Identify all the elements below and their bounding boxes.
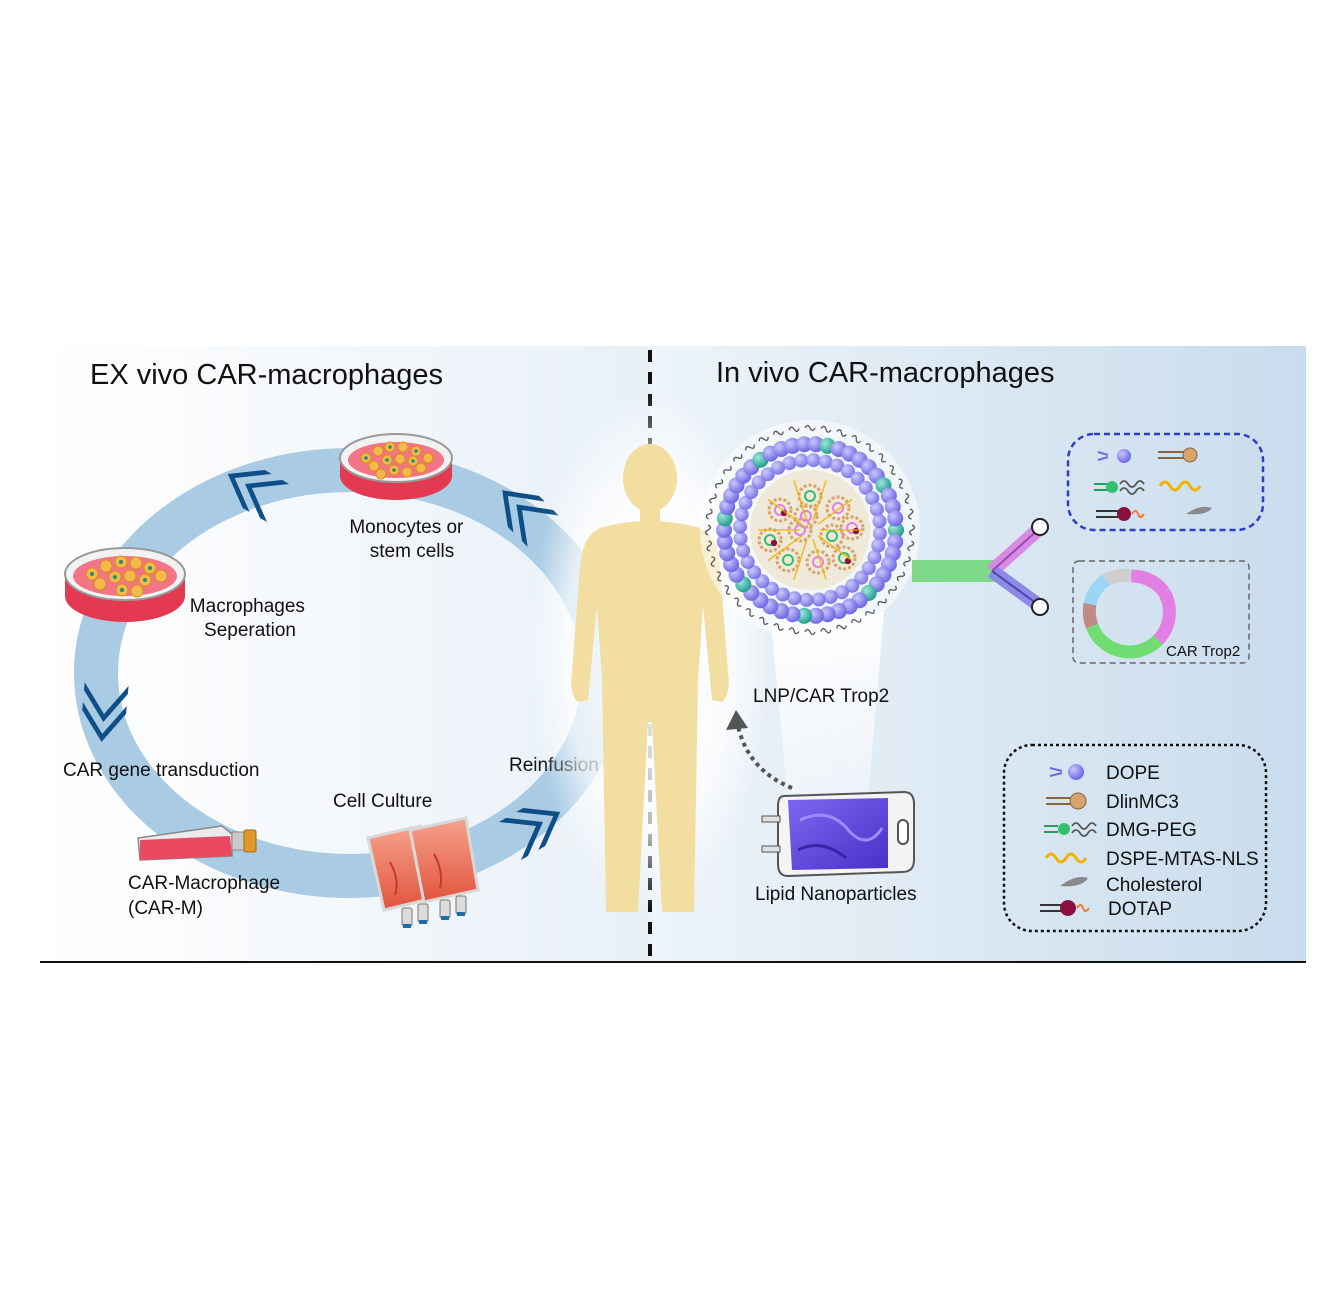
legend-item-cholesterol: Cholesterol: [1060, 875, 1202, 896]
legend-item-dlinmc3: DlinMC3: [1046, 792, 1179, 813]
chevron-arrow-top-left: [227, 469, 289, 523]
dlinmc3-lipid-icon: [1046, 792, 1087, 810]
plasmid-box: [1072, 560, 1250, 664]
legend-label-dlinmc3: DlinMC3: [1106, 792, 1179, 813]
culture-flask-icon: [137, 825, 257, 861]
human-body-icon: [571, 444, 729, 912]
petri-dish-macrophages-icon: [64, 547, 186, 622]
dotap-lipid-icon: [1040, 900, 1090, 916]
transduction-label: CAR gene transduction: [63, 760, 259, 781]
lnp-label: LNP/CAR Trop2: [753, 686, 889, 707]
car-m-label: CAR-Macrophage (CAR-M): [128, 873, 285, 919]
legend-item-dotap: DOTAP: [1040, 899, 1172, 920]
iv-bags-icon: [366, 816, 480, 928]
legend-label-cholesterol: Cholesterol: [1106, 875, 1202, 896]
delivery-arrow: [736, 725, 793, 790]
lnp-bag-icon: [761, 790, 915, 878]
legend-label-dmg-peg: DMG-PEG: [1106, 820, 1197, 841]
dspe-mtas-nls-icon: [1044, 852, 1088, 864]
dmg-peg-lipid-icon: [1044, 822, 1097, 837]
lipid-component-icons: [1094, 447, 1212, 521]
legend-item-dmg-peg: DMG-PEG: [1044, 820, 1197, 841]
cholesterol-icon: [1060, 877, 1088, 887]
dope-component-icon: [1097, 449, 1131, 463]
chevron-arrow-bottom-right: [499, 807, 561, 861]
lipid-component-box: [1066, 432, 1265, 532]
delivery-arrowhead-icon: [726, 710, 748, 730]
cell-culture-label: Cell Culture: [333, 791, 432, 812]
plasmid-label: CAR Trop2: [1166, 643, 1240, 660]
left-panel-title: EX vivo CAR-macrophages: [90, 359, 443, 391]
legend-label-dspe: DSPE-MTAS-NLS: [1106, 849, 1259, 870]
dlinmc3-component-icon: [1158, 447, 1198, 463]
macrophages-label: Macrophages Seperation: [190, 596, 310, 641]
dmg-peg-component-icon: [1094, 480, 1145, 495]
legend-label-dope: DOPE: [1106, 763, 1160, 784]
petri-dish-monocytes-icon: [339, 433, 453, 500]
chevron-arrow-top-right: [502, 490, 559, 547]
car-antibody-icon: [912, 518, 1049, 616]
dotap-component-icon: [1096, 507, 1145, 521]
right-panel-title: In vivo CAR-macrophages: [716, 357, 1054, 389]
legend-item-dope: DOPE: [1049, 763, 1160, 784]
cholesterol-component-icon: [1186, 506, 1212, 515]
monocytes-label: Monocytes or stem cells: [349, 517, 468, 562]
dope-lipid-icon: [1049, 764, 1084, 780]
lnp-particle-icon: [700, 420, 920, 640]
car-trop2-plasmid-icon: [1082, 568, 1176, 659]
lnp-beam: [770, 612, 884, 800]
legend: DOPE DlinMC3 DMG-PEG DSPE-MTAS-NLS Chole: [1040, 763, 1259, 920]
dspe-component-icon: [1158, 480, 1202, 492]
legend-box: [1002, 743, 1268, 933]
legend-item-dspe: DSPE-MTAS-NLS: [1044, 849, 1259, 870]
legend-label-dotap: DOTAP: [1108, 899, 1172, 920]
chevron-arrow-left: [82, 682, 129, 742]
bag-label: Lipid Nanoparticles: [755, 884, 917, 905]
